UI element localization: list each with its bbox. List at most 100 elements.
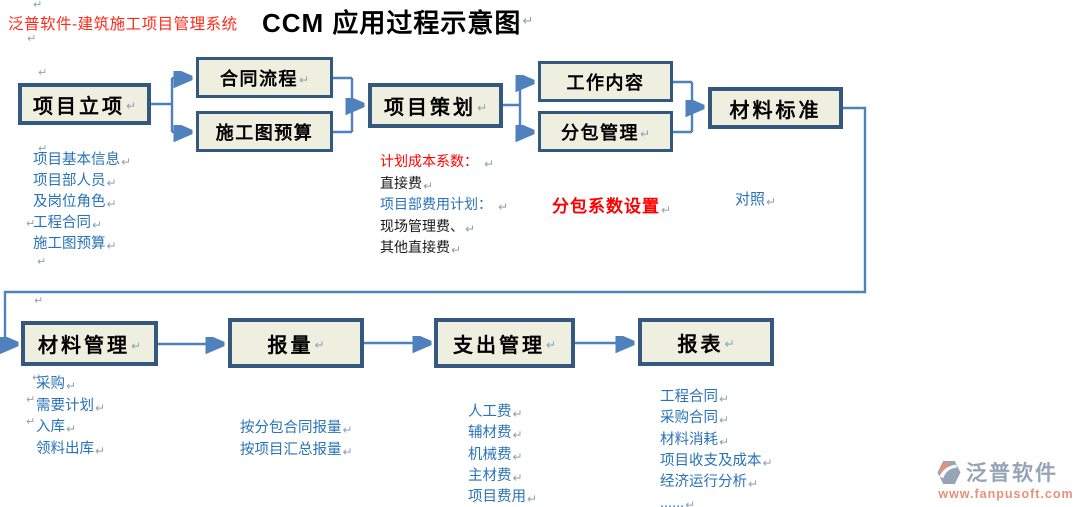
flow-box-contract-process: 合同流程↵ xyxy=(196,57,333,98)
pilcrow-mark: ↵ xyxy=(465,221,476,236)
reports-items: 工程合同↵ 采购合同↵ 材料消耗↵ 项目收支及成本↵ 经济运行分析↵ .....… xyxy=(660,387,773,507)
pilcrow-mark: ↵ xyxy=(527,492,538,507)
list-item: 主材费↵ xyxy=(468,466,537,487)
list-item: 直接费↵ xyxy=(380,173,508,195)
fanpu-logo: 泛普软件 www.fanpusoft.com xyxy=(936,457,1075,501)
pilcrow-mark: ↵ xyxy=(95,400,106,415)
flow-box-label: 工作内容 xyxy=(566,72,645,93)
list-item: 项目费用↵ xyxy=(468,487,537,507)
pilcrow-mark: ↵ xyxy=(545,338,557,352)
pilcrow-mark: ↵ xyxy=(27,33,37,45)
flow-box-label: 合同流程 xyxy=(219,68,298,89)
list-item: 项目部人员↵ xyxy=(33,171,131,192)
list-item: 工程合同↵ xyxy=(33,213,131,234)
pilcrow-mark: ↵ xyxy=(762,455,773,470)
pilcrow-mark: ↵ xyxy=(298,72,310,87)
pilcrow-mark: ↵ xyxy=(484,157,495,171)
pilcrow-mark: ↵ xyxy=(34,295,44,307)
flow-box-label: 项目策划 xyxy=(383,97,476,119)
expense-items: 人工费↵ 辅材费↵ 机械费↵ 主材费↵ 项目费用↵ xyxy=(468,402,537,507)
list-item: 辅材费↵ xyxy=(468,423,537,444)
list-item: 需要计划↵ xyxy=(36,396,105,418)
comparison-note: 对照↵ xyxy=(735,191,777,209)
pilcrow-mark: ↵ xyxy=(512,449,523,464)
pilcrow-mark: ↵ xyxy=(522,13,534,28)
list-item: 及岗位角色↵ xyxy=(33,192,131,213)
plan-cost-items: 计划成本系数：↵ 直接费↵ 项目部费用计划：↵ 现场管理费、↵ 其他直接费↵ xyxy=(380,151,508,259)
pilcrow-mark: ↵ xyxy=(451,243,462,257)
list-item: 按项目汇总报量↵ xyxy=(240,439,353,461)
pilcrow-mark: ↵ xyxy=(66,422,77,436)
flow-box-project-planning: 项目策划↵ xyxy=(368,83,503,128)
list-item: 项目部费用计划：↵ xyxy=(380,194,508,216)
pilcrow-mark: ↵ xyxy=(512,428,523,443)
pilcrow-mark: ↵ xyxy=(95,443,106,458)
list-item: 经济运行分析↵ xyxy=(660,472,773,493)
pilcrow-mark: ↵ xyxy=(766,195,777,209)
quantity-report-items: 按分包合同报量↵ 按项目汇总报量↵ xyxy=(240,417,353,461)
list-item: 按分包合同报量↵ xyxy=(240,417,353,439)
pilcrow-mark: ↵ xyxy=(106,239,117,253)
flow-box-label: 材料管理 xyxy=(37,335,130,357)
pilcrow-mark: ↵ xyxy=(33,0,43,11)
flow-box-label: 材料标准 xyxy=(729,99,822,122)
flow-box-material-standard: 材料标准 xyxy=(708,87,843,129)
list-item: 工程合同↵ xyxy=(660,387,773,408)
pilcrow-mark: ↵ xyxy=(724,337,735,351)
pilcrow-mark: ↵ xyxy=(639,126,651,141)
list-item: 机械费↵ xyxy=(468,445,537,466)
list-item: 入库↵ xyxy=(36,417,105,439)
flow-box-project-initiation: 项目立项↵ xyxy=(18,83,151,125)
list-item: 项目基本信息↵ xyxy=(33,150,131,171)
pilcrow-mark: ↵ xyxy=(37,256,47,268)
pilcrow-mark: ↵ xyxy=(32,372,42,384)
pilcrow-mark: ↵ xyxy=(342,445,353,459)
flow-box-quantity-report: 报量↵ xyxy=(228,318,364,368)
pilcrow-mark: ↵ xyxy=(121,155,132,169)
pilcrow-mark: ↵ xyxy=(106,197,117,211)
list-item: 其他直接费↵ xyxy=(380,237,508,259)
pilcrow-mark: ↵ xyxy=(476,100,488,115)
list-item: ......↵ xyxy=(660,493,773,507)
material-management-items: 采购↵ 需要计划↵ 入库↵ 领料出库↵ xyxy=(36,374,105,460)
pilcrow-mark: ↵ xyxy=(314,338,325,352)
list-item: 施工图预算↵ xyxy=(33,234,131,255)
flow-box-reports: 报表↵ xyxy=(638,318,774,366)
pilcrow-mark: ↵ xyxy=(106,176,117,190)
list-item: 计划成本系数：↵ xyxy=(380,151,508,173)
fanpu-logo-url: www.fanpusoft.com xyxy=(938,487,1074,501)
list-item: 采购↵ xyxy=(36,374,105,396)
flow-box-label: 支出管理 xyxy=(452,334,545,357)
pilcrow-mark: ↵ xyxy=(685,498,696,507)
flow-box-label: 施工图预算 xyxy=(215,122,314,143)
flow-box-label: 分包管理 xyxy=(560,122,639,143)
flow-box-work-content: 工作内容 xyxy=(538,61,673,102)
project-initiation-items: 项目基本信息↵ 项目部人员↵ 及岗位角色↵ 工程合同↵ 施工图预算↵ xyxy=(33,150,131,255)
flow-box-material-management: 材料管理↵ xyxy=(21,321,158,366)
page-title-text: CCM 应用过程示意图 xyxy=(262,8,522,38)
subcontract-coefficient-note: 分包系数设置↵ xyxy=(552,197,672,217)
pilcrow-mark: ↵ xyxy=(748,477,759,492)
pilcrow-mark: ↵ xyxy=(66,379,77,393)
fanpu-logo-top: 泛普软件 xyxy=(936,457,1075,487)
list-item: 采购合同↵ xyxy=(660,408,773,429)
list-item: 人工费↵ xyxy=(468,402,537,423)
pilcrow-mark: ↵ xyxy=(719,392,730,406)
pilcrow-mark: ↵ xyxy=(38,67,48,79)
pilcrow-mark: ↵ xyxy=(719,434,730,449)
pilcrow-mark: ↵ xyxy=(125,99,137,113)
pilcrow-mark: ↵ xyxy=(512,407,523,421)
flow-box-expense-management: 支出管理↵ xyxy=(434,318,575,368)
fanpu-logo-name: 泛普软件 xyxy=(966,462,1058,485)
page-title: CCM 应用过程示意图 ↵ xyxy=(262,3,533,40)
pilcrow-mark: ↵ xyxy=(661,203,672,217)
flow-box-label: 报量 xyxy=(267,334,314,357)
brand-text: 泛普软件-建筑施工项目管理系统 xyxy=(8,16,238,33)
flow-box-label: 项目立项 xyxy=(32,95,125,118)
pilcrow-mark: ↵ xyxy=(719,413,730,428)
fanpu-logo-icon xyxy=(937,460,961,484)
flow-box-subcontract-management: 分包管理↵ xyxy=(538,111,673,152)
pilcrow-mark: ↵ xyxy=(26,416,36,428)
list-item: 领料出库↵ xyxy=(36,439,105,461)
